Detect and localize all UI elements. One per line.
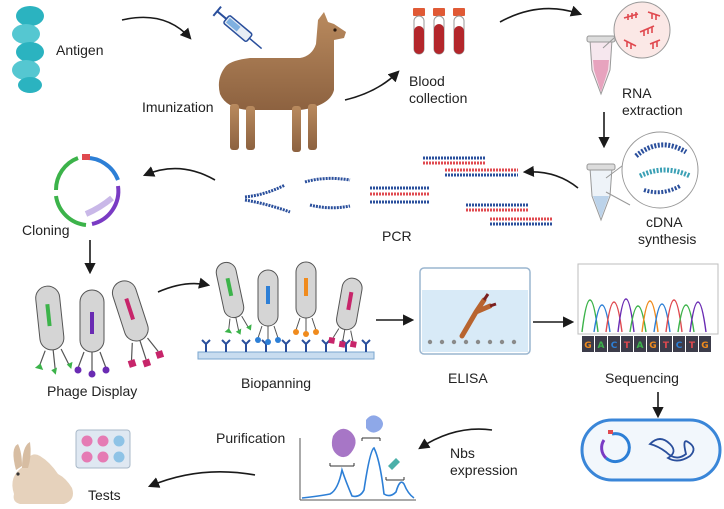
label-biopanning: Biopanning [241, 375, 312, 391]
sequence-letter: G [649, 341, 656, 351]
syringe-icon [212, 5, 263, 50]
pcr-dna-icon [244, 156, 552, 226]
sequence-cell [582, 336, 594, 352]
arrow-pcr-to-cloning [142, 166, 216, 181]
sequence-letter: G [584, 341, 591, 351]
arrow-blood-to-rna [499, 5, 583, 23]
sequence-cell [595, 336, 607, 352]
well-plate-icon [75, 429, 131, 469]
sequence-cell [686, 336, 698, 352]
expression-cell-icon [580, 418, 722, 482]
label-pcr: PCR [382, 228, 412, 244]
label-blood-2: collection [409, 90, 468, 106]
sequence-cell [621, 336, 633, 352]
arrow-llama-to-blood [344, 70, 400, 101]
label-sequencing: Sequencing [605, 370, 679, 386]
label-nbs-1: Nbs [450, 445, 475, 461]
sequence-cell [699, 336, 711, 352]
sequence-cell [660, 336, 672, 352]
phage-display-icon [34, 280, 165, 378]
sequence-cell [647, 336, 659, 352]
blood-tubes-icon [413, 8, 465, 55]
sequence-letter: T [624, 341, 631, 351]
sequence-letter: T [689, 341, 696, 351]
sequence-letter: G [701, 341, 708, 351]
label-blood-1: Blood [409, 73, 445, 89]
sequence-letter: A [637, 341, 644, 351]
sequence-cell [608, 336, 620, 352]
purification-chromatogram-icon [299, 415, 416, 501]
label-nbs-2: expression [450, 462, 518, 478]
label-cloning: Cloning [22, 222, 70, 238]
label-immunization: Imunization [142, 99, 214, 115]
label-antigen: Antigen [56, 42, 104, 58]
rabbit-icon [12, 442, 73, 504]
label-elisa: ELISA [448, 370, 488, 386]
label-tests: Tests [88, 487, 121, 503]
arrow-cdna-to-pcr [522, 165, 579, 189]
label-purification: Purification [216, 430, 286, 446]
label-rna-2: extraction [622, 102, 683, 118]
sequencing-chromatogram-icon [577, 263, 719, 335]
arrow-cell-to-nbs [418, 428, 493, 450]
label-cdna-2: synthesis [638, 231, 697, 247]
elisa-well-icon [419, 267, 531, 355]
sequence-letter: C [611, 341, 618, 351]
cdna-zoom-icon [621, 131, 699, 209]
label-rna-1: RNA [622, 85, 652, 101]
label-phage-display: Phage Display [47, 383, 138, 399]
rna-zoom-icon [613, 1, 671, 59]
sequence-letter: C [676, 341, 683, 351]
biopanning-icon [197, 261, 375, 360]
sequence-cell [673, 336, 685, 352]
label-cdna-1: cDNA [646, 214, 683, 230]
arrow-purification-to-tests [147, 471, 256, 488]
cdna-tube-icon [586, 159, 631, 222]
arrow-antigen-to-llama [121, 16, 192, 40]
flow-arrows [84, 5, 664, 488]
arrow-phage-to-biopanning [157, 277, 211, 293]
antigen-icon [12, 6, 44, 93]
sequence-letter: T [663, 341, 670, 351]
rna-tube-icon [586, 27, 626, 96]
sequence-letter: A [598, 341, 605, 351]
sequence-cell [634, 336, 646, 352]
llama-icon [218, 12, 346, 152]
plasmid-icon [53, 154, 121, 227]
